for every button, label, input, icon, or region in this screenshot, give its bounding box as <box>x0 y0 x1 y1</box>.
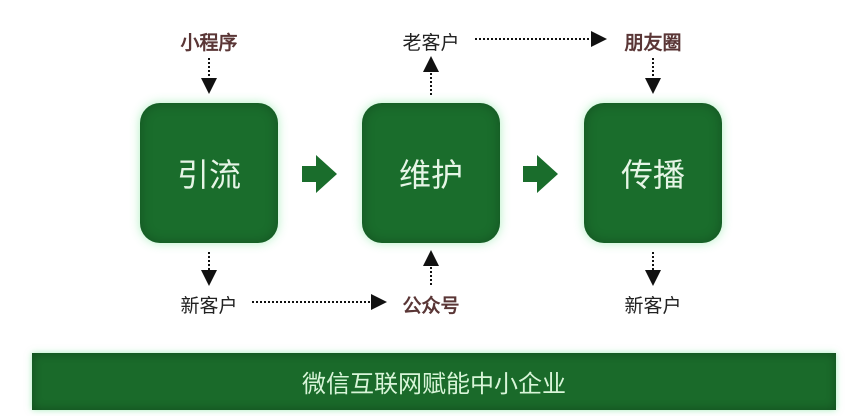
label-new-customer-2: 新客户 <box>624 295 682 317</box>
stage-yinliu: 引流 <box>140 103 278 243</box>
bottom-banner: 微信互联网赋能中小企业 <box>32 353 836 410</box>
label-new-customer-1: 新客户 <box>180 295 238 317</box>
label-mini-program: 小程序 <box>180 32 238 54</box>
stage-chuanbo: 传播 <box>584 103 722 243</box>
label-old-customer: 老客户 <box>402 32 460 54</box>
label-moments: 朋友圈 <box>624 32 682 54</box>
flow-arrow-2 <box>523 155 558 193</box>
flow-arrow-1 <box>302 155 337 193</box>
label-official-account: 公众号 <box>402 295 460 317</box>
stage-weihu: 维护 <box>362 103 500 243</box>
